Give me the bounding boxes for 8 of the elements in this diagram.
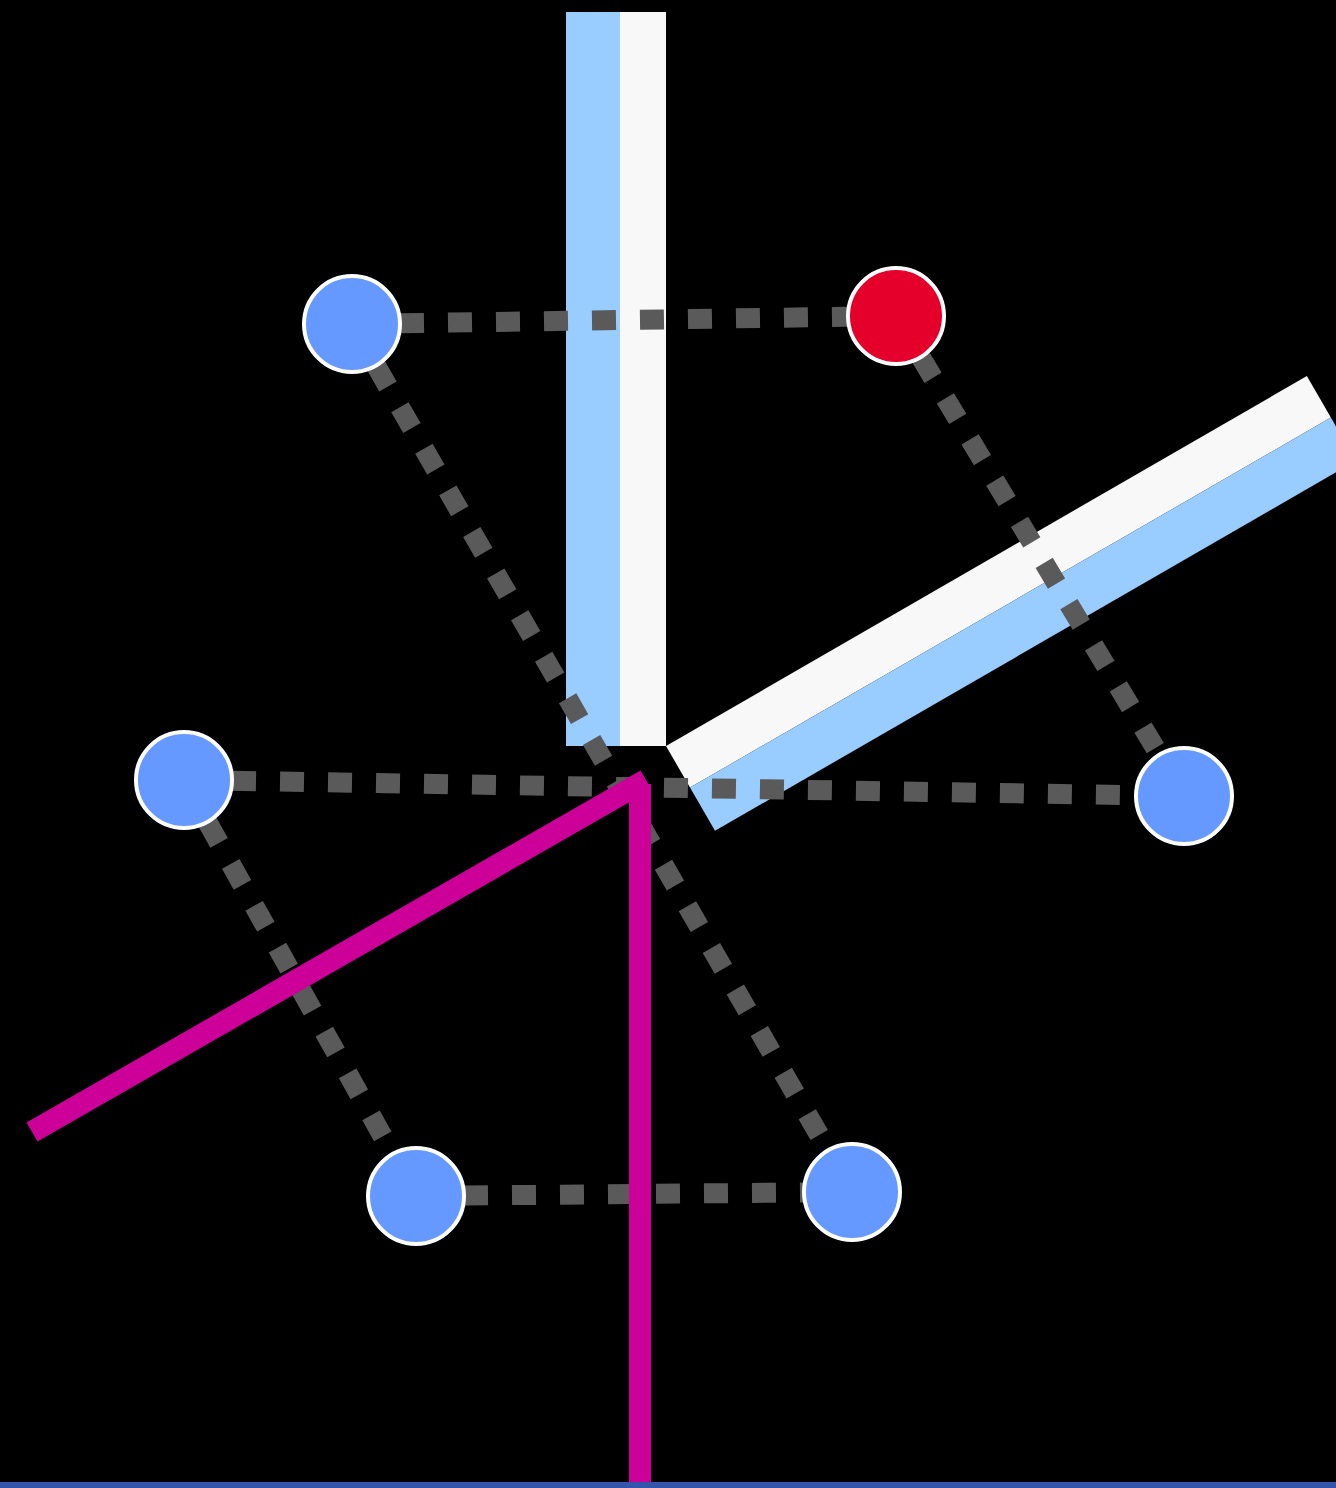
node-circle: [134, 730, 234, 830]
node-circle: [846, 266, 946, 366]
node-circle: [302, 274, 402, 374]
node-circle: [1134, 746, 1234, 846]
dotted-connector: [463, 1182, 805, 1206]
node-circle: [366, 1146, 466, 1246]
node-circle: [802, 1142, 902, 1242]
dotted-connector: [399, 306, 849, 334]
